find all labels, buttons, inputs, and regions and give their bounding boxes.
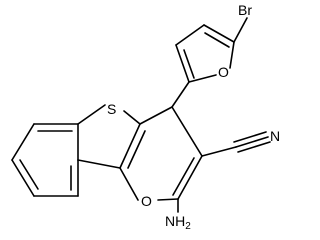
bond-benz-2	[11, 123, 35, 161]
atom-s: S	[107, 101, 116, 117]
bond-furan-o-c5	[229, 41, 235, 69]
bond-pyran-c2-o	[157, 198, 179, 201]
atom-n-nitrile: N	[270, 128, 280, 144]
bond-furan-c4-c3	[175, 24, 205, 46]
structure-canvas: Br O S N O NH2	[11, 2, 280, 232]
atom-o-furan: O	[218, 64, 229, 80]
bond-furan-c2-o	[188, 74, 217, 83]
atom-labels: Br O S N O NH2	[107, 2, 280, 232]
atom-br: Br	[238, 2, 252, 18]
bond-nitrile-triple-1	[235, 136, 269, 148]
bond-furan-c5-c4	[203, 24, 235, 43]
bond-thio-c3a-c8a	[77, 159, 121, 169]
bond-furan-c5-c4-inner	[204, 32, 230, 48]
bonds	[11, 17, 271, 213]
bond-nitrile-triple-2	[233, 131, 267, 143]
bond-pyran-c3-c2	[177, 155, 203, 200]
atom-nh2-subscript: 2	[185, 221, 191, 232]
bond-furan-c4pyran	[171, 81, 190, 108]
bond-pyran-c4a-c4	[139, 106, 173, 125]
bond-pyran-c3-c2-inner	[172, 157, 195, 196]
bond-pyran-c4-c3	[171, 106, 203, 157]
bond-nitrile-triple-3	[237, 141, 271, 153]
bond-benz-3-inner	[19, 159, 39, 190]
atom-nh2-main: NH	[165, 213, 185, 229]
bond-br-c5	[233, 17, 248, 43]
bond-benz-3	[11, 159, 35, 197]
bond-thio-s-c7a	[77, 104, 106, 125]
bond-thio-c4a-s	[123, 110, 141, 125]
bond-pyran-c8a-c4a	[119, 123, 141, 169]
atom-o-pyran: O	[141, 193, 152, 209]
bond-pyran-o-c8a	[119, 167, 139, 201]
bond-pyran-c8a-c4a-inner	[127, 130, 146, 169]
bond-nitrile-c3-c	[201, 146, 237, 157]
chemical-structure-diagram: Br O S N O NH2	[11, 2, 280, 232]
bond-furan-c3-c2	[175, 44, 190, 83]
atom-nh2: NH2	[165, 213, 191, 232]
bond-furan-c3-c2-inner	[183, 49, 195, 79]
